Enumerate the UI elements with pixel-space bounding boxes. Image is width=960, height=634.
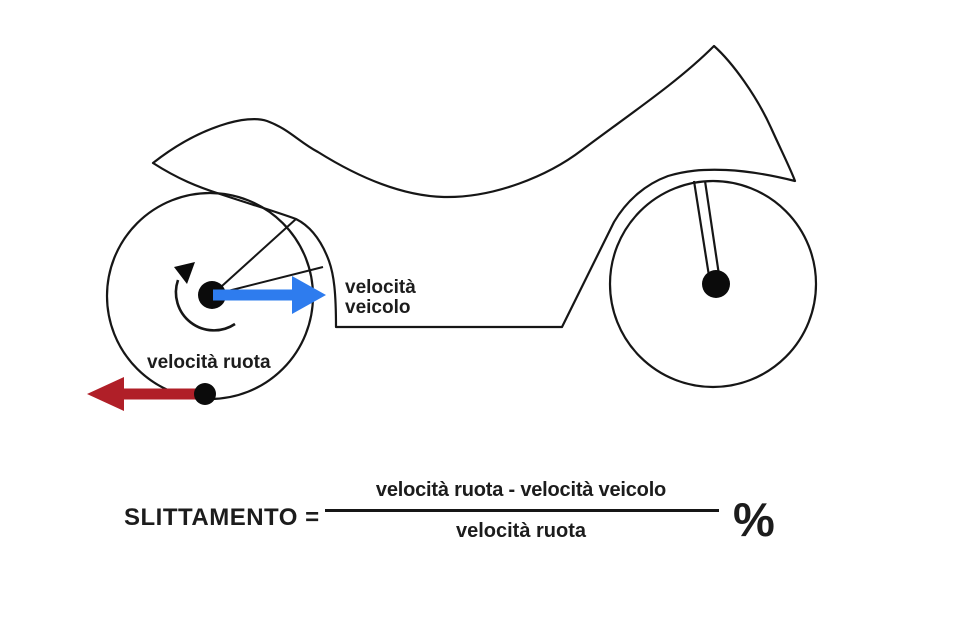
formula-lhs: SLITTAMENTO =	[124, 504, 320, 531]
swingarm-line-upper	[211, 218, 297, 296]
wheel-rotation-arrowhead	[174, 262, 195, 284]
formula-fraction: velocità ruota - velocità veicolo veloci…	[325, 479, 719, 543]
formula-denominator: velocità ruota	[455, 520, 587, 542]
contact-patch-dot	[194, 383, 216, 405]
wheel-speed-arrow	[87, 377, 205, 411]
rear-hub-dot	[198, 281, 226, 309]
formula-numerator: velocità ruota - velocità veicolo	[375, 479, 667, 501]
vehicle-speed-label-line2: veicolo	[345, 297, 411, 318]
front-fork-line-left	[692, 180, 711, 277]
wheel-speed-label: velocità ruota	[147, 352, 271, 373]
vehicle-speed-label: velocità veicolo	[345, 278, 416, 318]
vehicle-speed-arrow	[213, 276, 326, 314]
front-wheel	[608, 179, 818, 389]
formula-percent-sign: %	[733, 493, 775, 546]
front-fork-line-right	[703, 180, 721, 276]
vehicle-speed-label-line1: velocità	[345, 277, 416, 298]
fraction-bar	[325, 509, 719, 512]
motorcycle-body-outline	[151, 44, 797, 329]
front-hub-dot	[702, 270, 730, 298]
wheel-rotation-arrow	[174, 262, 236, 332]
